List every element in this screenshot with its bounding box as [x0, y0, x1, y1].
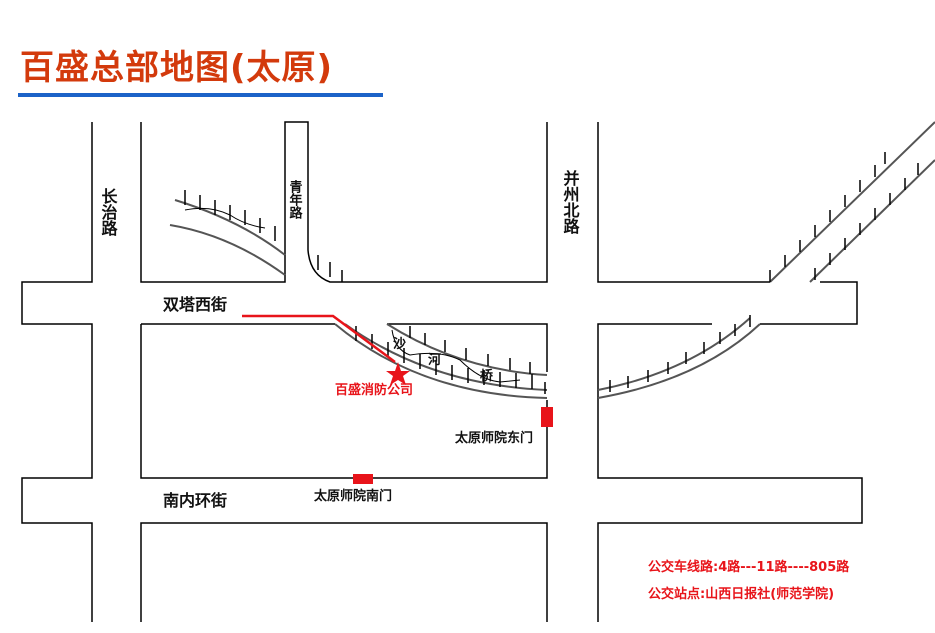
company-star-icon	[386, 362, 410, 385]
bus-stop: 公交站点:山西日报社(师范学院)	[648, 586, 834, 602]
road-label-nanneihuan: 南内环街	[163, 491, 227, 510]
road-label-bingzhou-north: 并州北路	[561, 169, 581, 235]
bridge-char-3: 桥	[480, 368, 494, 384]
bridge-char-2: 河	[428, 352, 441, 368]
bus-lines: 公交车线路:4路---11路----805路	[648, 559, 850, 575]
south-gate-marker	[353, 474, 373, 484]
road-label-shuangta-west: 双塔西街	[163, 295, 227, 314]
title-underline	[18, 93, 383, 97]
road-label-changzhi: 长治路	[99, 187, 118, 237]
south-gate-label: 太原师院南门	[313, 488, 392, 504]
east-gate-marker	[541, 407, 553, 427]
bridge-char-1: 沙	[393, 337, 406, 352]
bridge-curves	[169, 121, 935, 399]
road-outlines	[21, 121, 863, 622]
river	[184, 207, 521, 383]
east-gate-label: 太原师院东门	[454, 430, 533, 446]
page-title: 百盛总部地图(太原)	[20, 48, 334, 88]
company-label: 百盛消防公司	[335, 382, 413, 398]
route-line	[242, 314, 396, 364]
road-label-qingnian: 青年路	[287, 179, 303, 219]
